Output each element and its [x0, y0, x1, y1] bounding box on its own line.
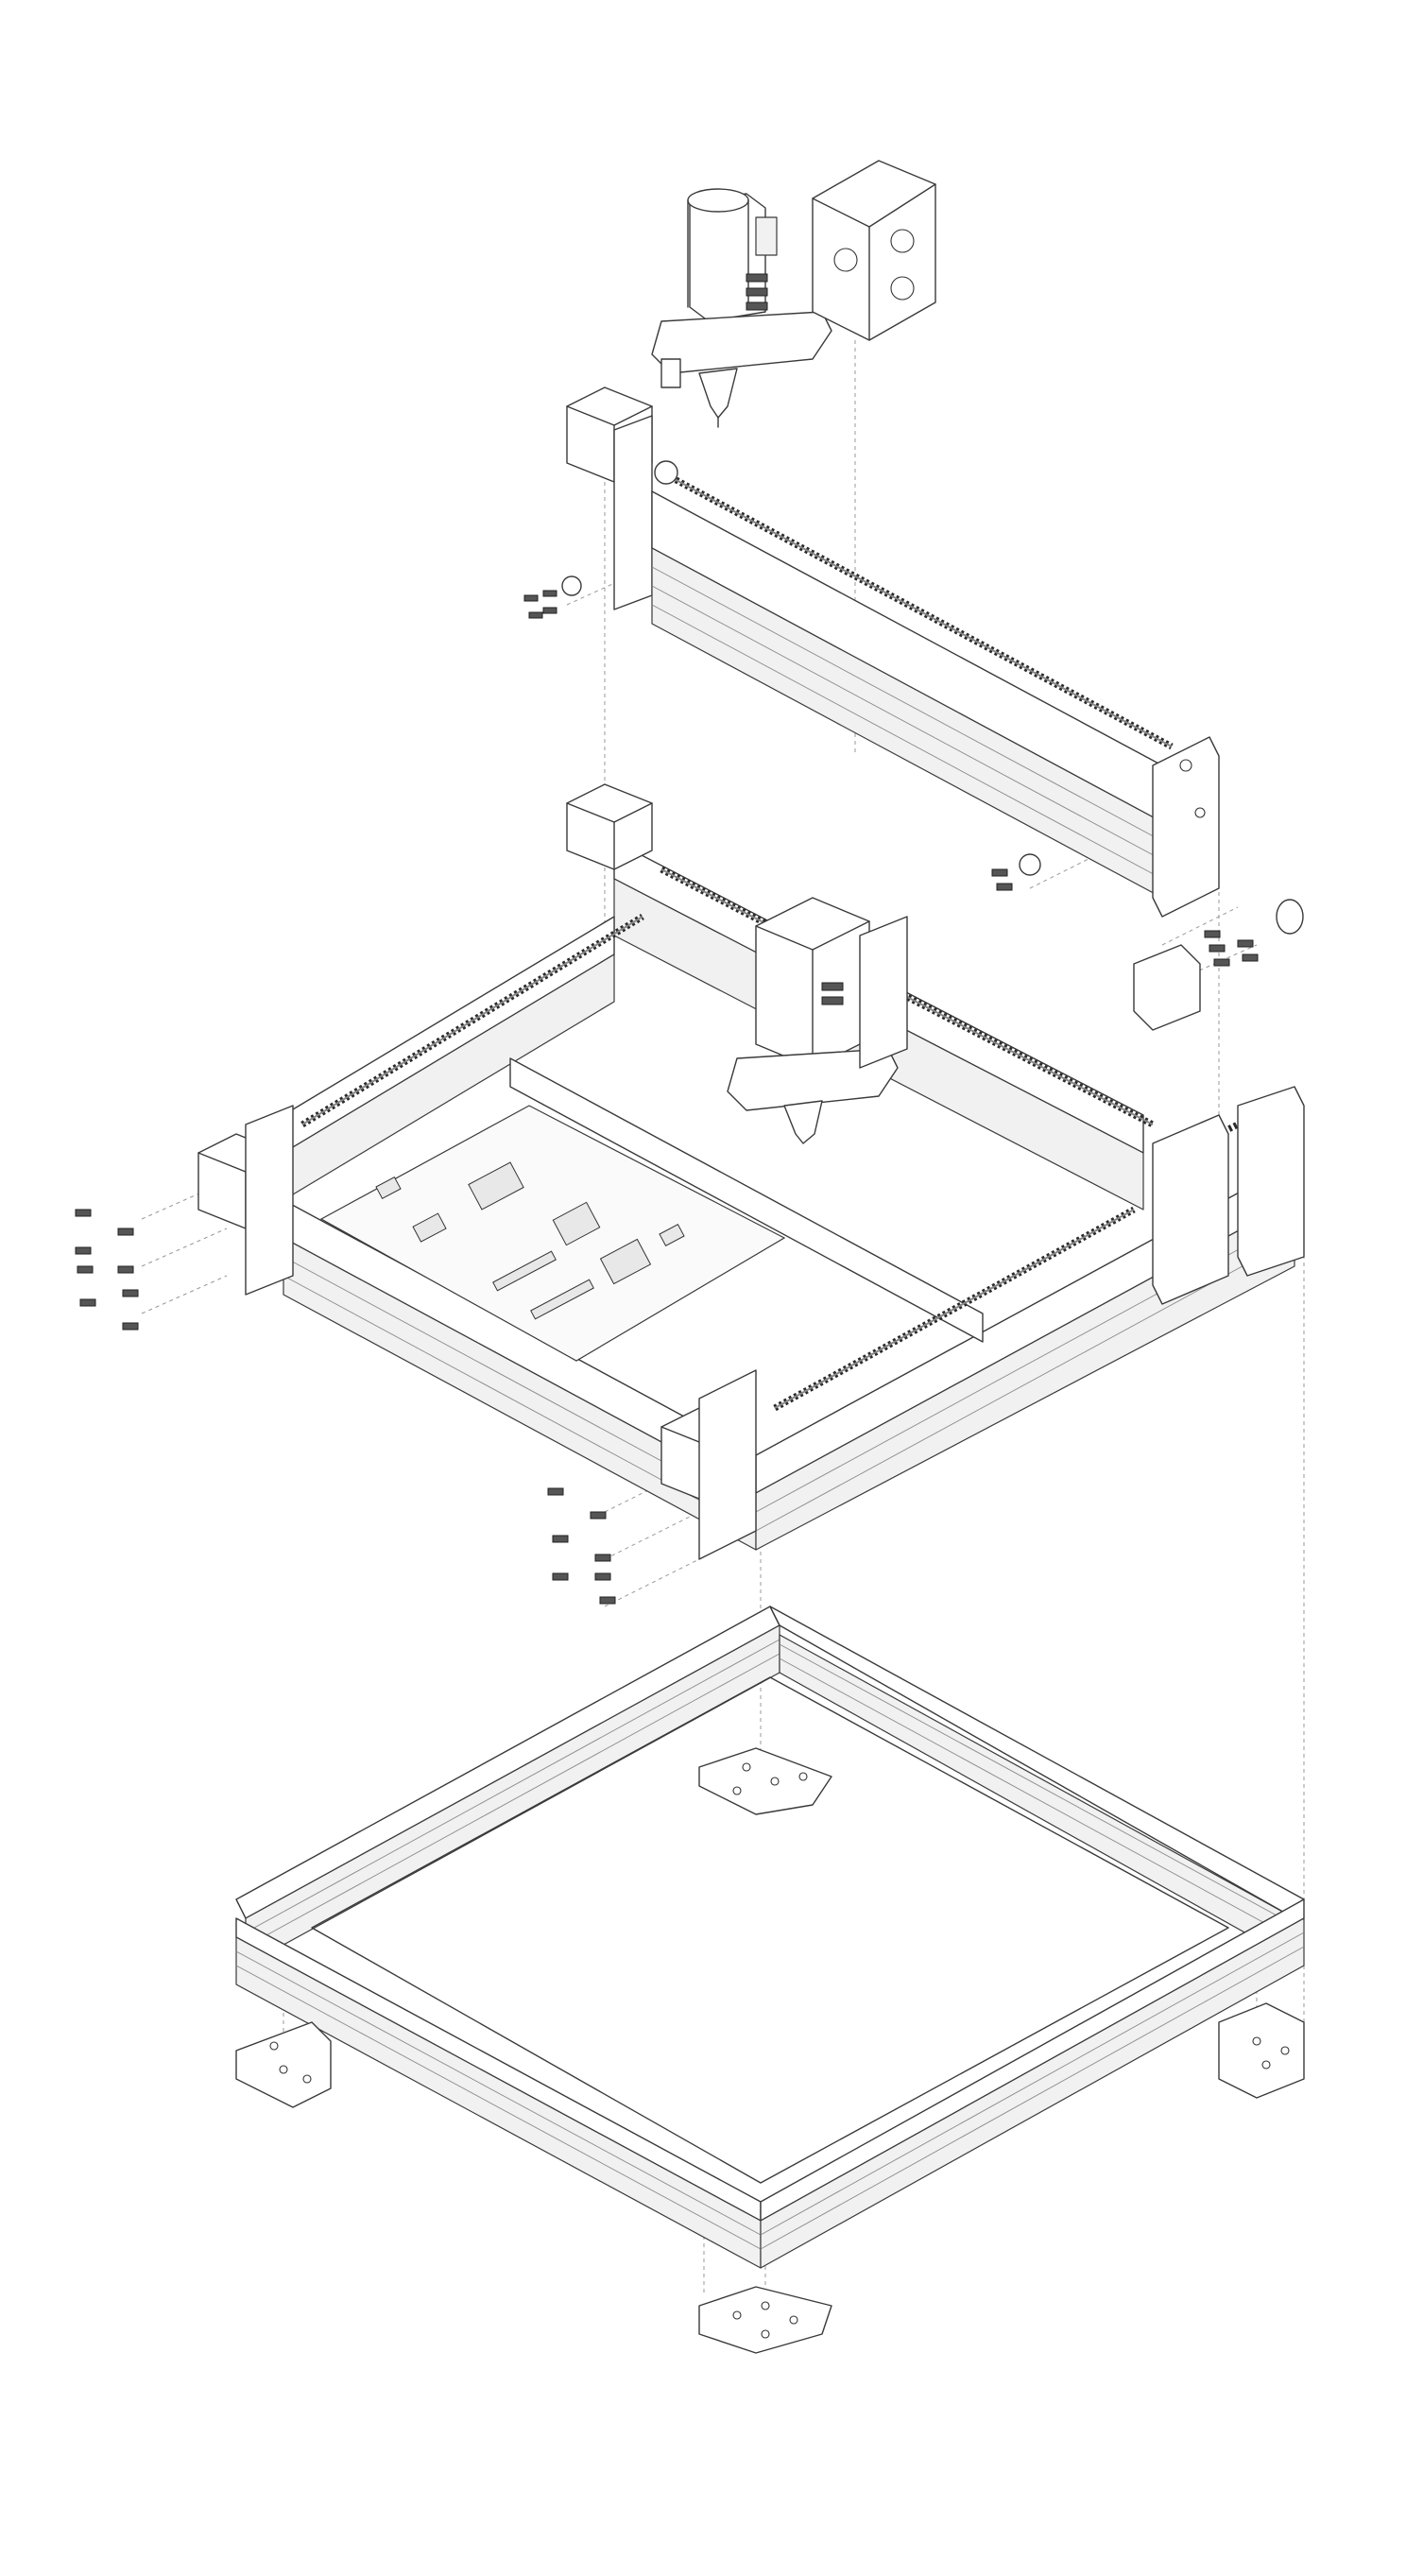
x-axis-gantry [566, 386, 1220, 918]
corner-bracket-left [235, 2021, 332, 2108]
corner-bracket-right [1218, 2002, 1305, 2099]
screw-set-upper [523, 575, 582, 619]
base-frame [235, 1606, 1305, 2269]
stepper-motor-back [566, 783, 653, 870]
coupler-icon [746, 273, 768, 311]
screw-set-left [75, 1209, 139, 1331]
end-plate-right [1152, 1086, 1305, 1305]
corner-bracket-back [698, 1747, 832, 1815]
stepper-motor-left [197, 1105, 294, 1296]
screw-set-front [547, 1487, 616, 1605]
y-carriage-toolhead [727, 897, 908, 1144]
spindle-toolhead [651, 188, 832, 428]
corner-bracket-front [698, 2286, 832, 2354]
stepper-motor-front [660, 1369, 757, 1560]
z-carriage-block [812, 160, 936, 341]
controller-board [319, 1105, 786, 1362]
screw-set-right [991, 853, 1304, 1031]
